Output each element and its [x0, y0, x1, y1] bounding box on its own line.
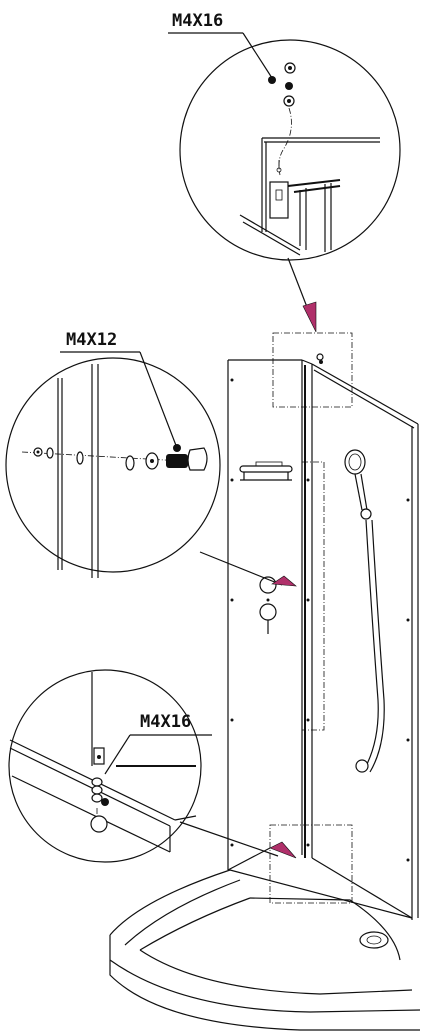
middle-screw-label: M4X12 — [66, 330, 117, 350]
shower-enclosure — [109, 332, 421, 1031]
top-detail-callout: M4X16 — [168, 11, 401, 261]
top-detail-marker-box — [272, 332, 353, 408]
cap-icon — [90, 815, 108, 833]
middle-detail-marker-box — [301, 461, 325, 731]
hose-connector-icon — [355, 759, 369, 773]
screw-m4x16-icon — [91, 777, 103, 787]
bottom-screw-label: M4X16 — [140, 712, 191, 732]
top-detail-circle — [179, 39, 401, 261]
drain-icon — [359, 931, 389, 949]
cap-icon — [187, 447, 208, 471]
leader-dot-icon — [268, 76, 276, 84]
top-leader-line — [242, 32, 273, 79]
shower-head-icon — [344, 449, 372, 520]
middle-detail-circle — [5, 357, 221, 573]
top-bracket — [269, 181, 289, 219]
mixer-valve-icon — [259, 576, 277, 634]
bottom-leader-line — [104, 734, 131, 775]
top-assembly-path — [278, 107, 292, 176]
middle-leader-line — [139, 351, 178, 449]
bottom-detail-circle — [8, 669, 202, 863]
shower-tray — [109, 869, 421, 1031]
shower-hose — [364, 519, 379, 769]
bottom-detail-marker-box — [269, 824, 353, 904]
bottom-detail-callout: M4X16 — [8, 669, 297, 863]
top-screw-label: M4X16 — [172, 11, 223, 31]
washer-icon — [46, 447, 54, 459]
shelf-icon — [239, 461, 293, 481]
washer-icon — [285, 82, 293, 90]
top-pointer-arrow — [287, 257, 317, 333]
middle-detail-callout: M4X12 — [5, 330, 297, 587]
screw-m4x12-icon — [166, 454, 188, 468]
